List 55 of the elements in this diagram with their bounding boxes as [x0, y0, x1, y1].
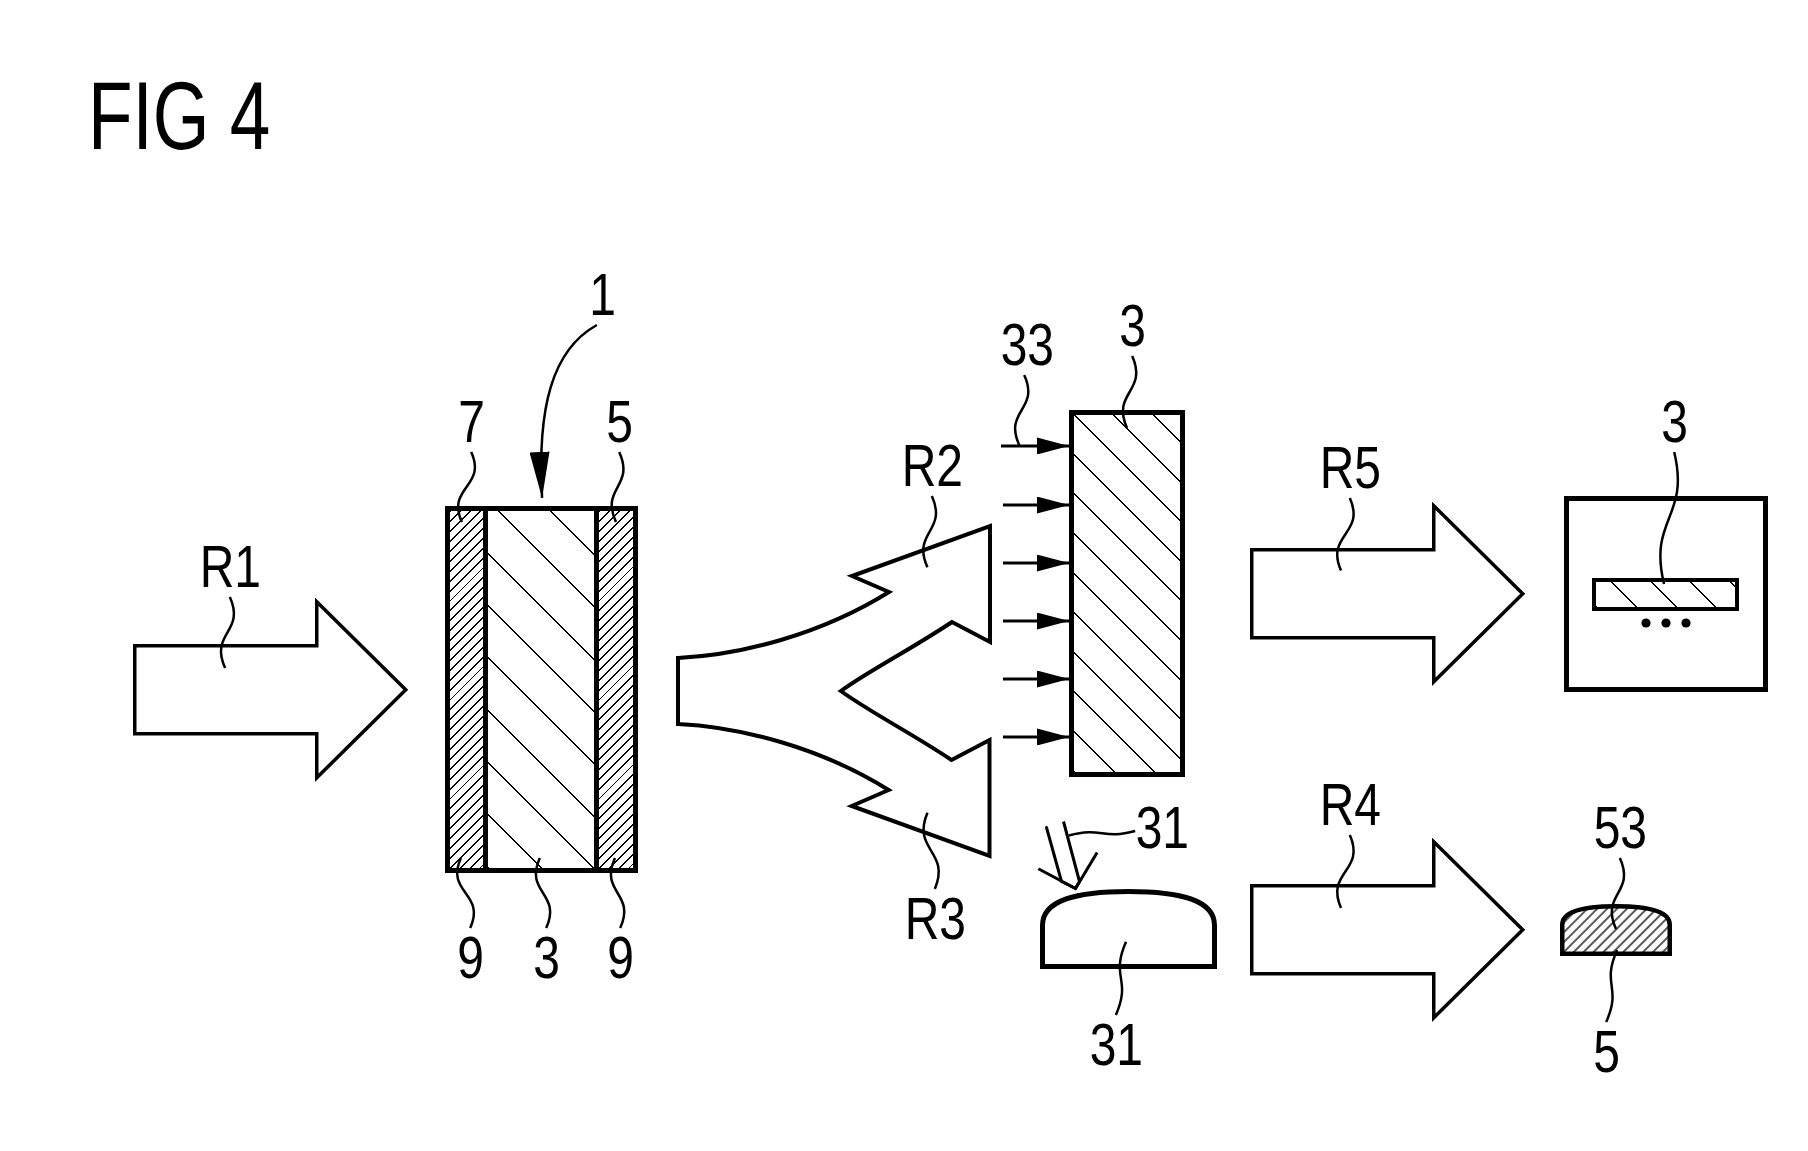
reference-numeral: 3 [532, 928, 560, 988]
reference-numeral: 31 [1135, 798, 1189, 858]
leader-line [534, 857, 552, 929]
reference-numeral: 7 [457, 392, 485, 452]
hatched-layer [450, 511, 483, 868]
leader-line [1121, 355, 1138, 429]
arrow [1003, 554, 1069, 572]
block-arrow [1248, 502, 1527, 686]
reference-label: R5 [1319, 438, 1381, 498]
reference-numeral: 3 [1118, 296, 1146, 356]
arrow [1003, 728, 1069, 746]
hatched-bar [1592, 578, 1739, 611]
leader-line [1610, 857, 1626, 930]
frame-box [1564, 496, 1768, 692]
reference-numeral: 5 [1592, 1022, 1620, 1082]
layered-plate [445, 506, 638, 873]
leader-line [922, 812, 940, 890]
leader-line [1659, 451, 1680, 585]
hatched-layer [599, 511, 633, 868]
reference-label: R1 [199, 537, 261, 597]
leader-line [457, 451, 477, 523]
reference-numeral: 3 [1660, 392, 1688, 452]
reference-label: R4 [1319, 775, 1381, 835]
reference-numeral: 9 [606, 928, 634, 988]
block-arrow [1248, 838, 1527, 1022]
leader-line [610, 451, 625, 523]
leader-line [1605, 949, 1619, 1023]
arrow [1003, 670, 1069, 688]
hatched-dome [1560, 904, 1672, 956]
block-arrow [131, 598, 410, 782]
hatched-core-layer [483, 511, 599, 868]
dome-shape [1040, 889, 1217, 969]
leader-line [456, 857, 476, 929]
arrow [1001, 437, 1069, 455]
leader-line [1114, 941, 1128, 1016]
reference-numeral: 53 [1593, 798, 1647, 858]
hatched-plate [1069, 410, 1185, 777]
leader-line [1014, 374, 1030, 446]
leader-line [219, 596, 236, 669]
reference-numeral: 9 [456, 928, 484, 988]
leader-line [922, 495, 938, 568]
reference-label: R3 [904, 889, 966, 949]
figure-title: FIG 4 [88, 68, 271, 164]
leader-arrow [530, 323, 598, 498]
leader-line [609, 857, 626, 929]
forked-block-arrow [674, 522, 994, 860]
arrow [1003, 496, 1069, 514]
reference-numeral: 33 [1000, 315, 1054, 375]
leader-line [1336, 834, 1355, 909]
reference-numeral: 5 [605, 392, 633, 452]
reference-numeral: 31 [1089, 1015, 1143, 1075]
leader-line [1068, 829, 1136, 837]
reference-label: R2 [901, 436, 963, 496]
leader-line [1336, 497, 1355, 571]
reference-numeral: 1 [588, 265, 616, 325]
